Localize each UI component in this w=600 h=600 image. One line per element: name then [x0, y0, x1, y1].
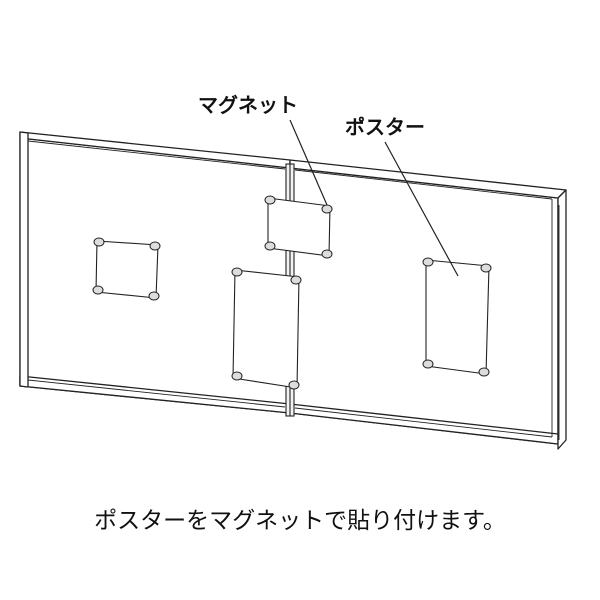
magnet: [478, 367, 490, 377]
magnet: [321, 204, 333, 214]
poster-tall-right: [425, 259, 490, 375]
poster-leader-line: [384, 141, 459, 277]
whiteboard: [19, 131, 567, 450]
magnet: [321, 249, 333, 259]
magnet: [148, 291, 160, 301]
posters: [95, 197, 490, 389]
magnet: [290, 275, 302, 285]
magnet: [480, 263, 492, 273]
magnet-label: マグネット: [198, 93, 298, 117]
magnet: [422, 359, 434, 369]
magnet: [422, 257, 434, 267]
poster-small-center: [267, 197, 331, 257]
magnet: [288, 380, 300, 390]
left-panel-edge: [19, 131, 29, 388]
poster-tall-center: [232, 269, 300, 389]
magnets: [92, 195, 492, 390]
leader-lines: [289, 119, 459, 277]
poster-label: ポスター: [345, 115, 425, 139]
magnet: [231, 267, 243, 277]
magnet: [92, 285, 104, 295]
magnet: [93, 237, 105, 247]
frame-detail-lines: [27, 140, 560, 440]
caption-text: ポスターをマグネットで貼り付けます。: [94, 508, 506, 534]
poster-small-left: [95, 240, 159, 299]
magnet: [149, 241, 161, 251]
magnet: [264, 195, 276, 205]
right-panel-edge: [557, 189, 567, 450]
magnet: [231, 371, 243, 381]
magnet: [264, 241, 276, 251]
magnet-leader-line: [289, 119, 328, 206]
